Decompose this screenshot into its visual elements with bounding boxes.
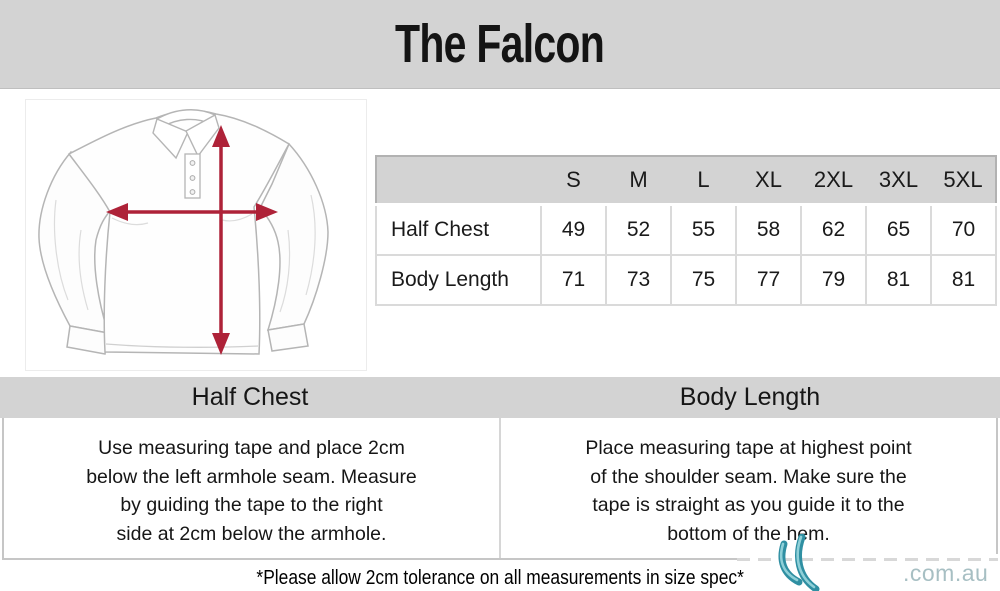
shirt-diagram — [25, 99, 367, 371]
cell-value: 73 — [605, 254, 672, 306]
col-header-xl: XL — [736, 156, 801, 206]
col-header-s: S — [541, 156, 606, 206]
instruction-line: Use measuring tape and place 2cm — [98, 437, 405, 459]
size-table-header-row: S M L XL 2XL 3XL 5XL — [376, 156, 996, 206]
instruction-bodies: Use measuring tape and place 2cm below t… — [2, 418, 998, 560]
collar-left-flap — [152, 118, 189, 160]
polo-shirt-illustration — [38, 109, 329, 355]
buttons — [189, 160, 196, 195]
cell-value: 52 — [605, 203, 672, 256]
cell-value: 65 — [865, 203, 932, 256]
col-header-5xl: 5XL — [931, 156, 996, 206]
row-label: Body Length — [375, 254, 542, 306]
cell-value: 75 — [670, 254, 737, 306]
instruction-line: Place measuring tape at highest point — [585, 437, 912, 459]
instruction-line: side at 2cm below the armhole. — [116, 522, 387, 545]
body-length-instructions: Place measuring tape at highest point of… — [501, 418, 996, 558]
col-header-l: L — [671, 156, 736, 206]
u-swoosh-logo-icon — [778, 534, 820, 591]
body-length-heading: Body Length — [679, 383, 821, 411]
half-chest-heading: Half Chest — [191, 383, 309, 411]
instruction-line: by guiding the tape to the right — [120, 494, 383, 516]
cell-value: 49 — [540, 203, 607, 256]
half-chest-arrow — [106, 203, 278, 221]
watermark-dashed-line — [737, 558, 998, 561]
cell-value: 81 — [865, 254, 932, 306]
row-label: Half Chest — [375, 203, 542, 256]
table-row-body-length: Body Length 71 73 75 77 79 81 81 — [375, 254, 997, 306]
instruction-line: tape is straight as you guide it to the — [592, 494, 905, 516]
instruction-line: of the shoulder seam. Make sure the — [590, 465, 907, 488]
col-header-2xl: 2XL — [801, 156, 866, 206]
col-header-m: M — [606, 156, 671, 206]
hem-line — [105, 343, 259, 348]
cell-value: 62 — [800, 203, 867, 256]
footer-note: *Please allow 2cm tolerance on all measu… — [0, 567, 1000, 590]
tolerance-note: *Please allow 2cm tolerance on all measu… — [256, 567, 744, 589]
cell-value: 77 — [735, 254, 802, 306]
col-header-3xl: 3XL — [866, 156, 931, 206]
table-row-half-chest: Half Chest 49 52 55 58 62 65 70 — [375, 203, 997, 256]
cell-value: 70 — [930, 203, 997, 256]
instruction-line: bottom of the hem. — [667, 522, 830, 545]
half-chest-instructions: Use measuring tape and place 2cm below t… — [4, 418, 501, 558]
instruction-line: below the left armhole seam. Measure — [86, 465, 417, 488]
shirt-body — [67, 109, 291, 355]
header-band: The Falcon — [0, 0, 1000, 89]
cell-value: 58 — [735, 203, 802, 256]
watermark-domain-text: .com.au — [903, 560, 989, 586]
left-cuff — [66, 325, 109, 355]
size-table-corner — [376, 156, 541, 206]
right-cuff — [267, 323, 309, 352]
size-table: S M L XL 2XL 3XL 5XL Half Chest 49 52 55… — [375, 155, 997, 306]
instruction-headers: Half Chest Body Length — [0, 377, 1000, 418]
body-length-arrow — [212, 125, 230, 355]
cell-value: 79 — [800, 254, 867, 306]
product-title: The Falcon — [395, 14, 605, 74]
cell-value: 71 — [540, 254, 607, 306]
cell-value: 55 — [670, 203, 737, 256]
fabric-folds — [53, 194, 316, 313]
cell-value: 81 — [930, 254, 997, 306]
